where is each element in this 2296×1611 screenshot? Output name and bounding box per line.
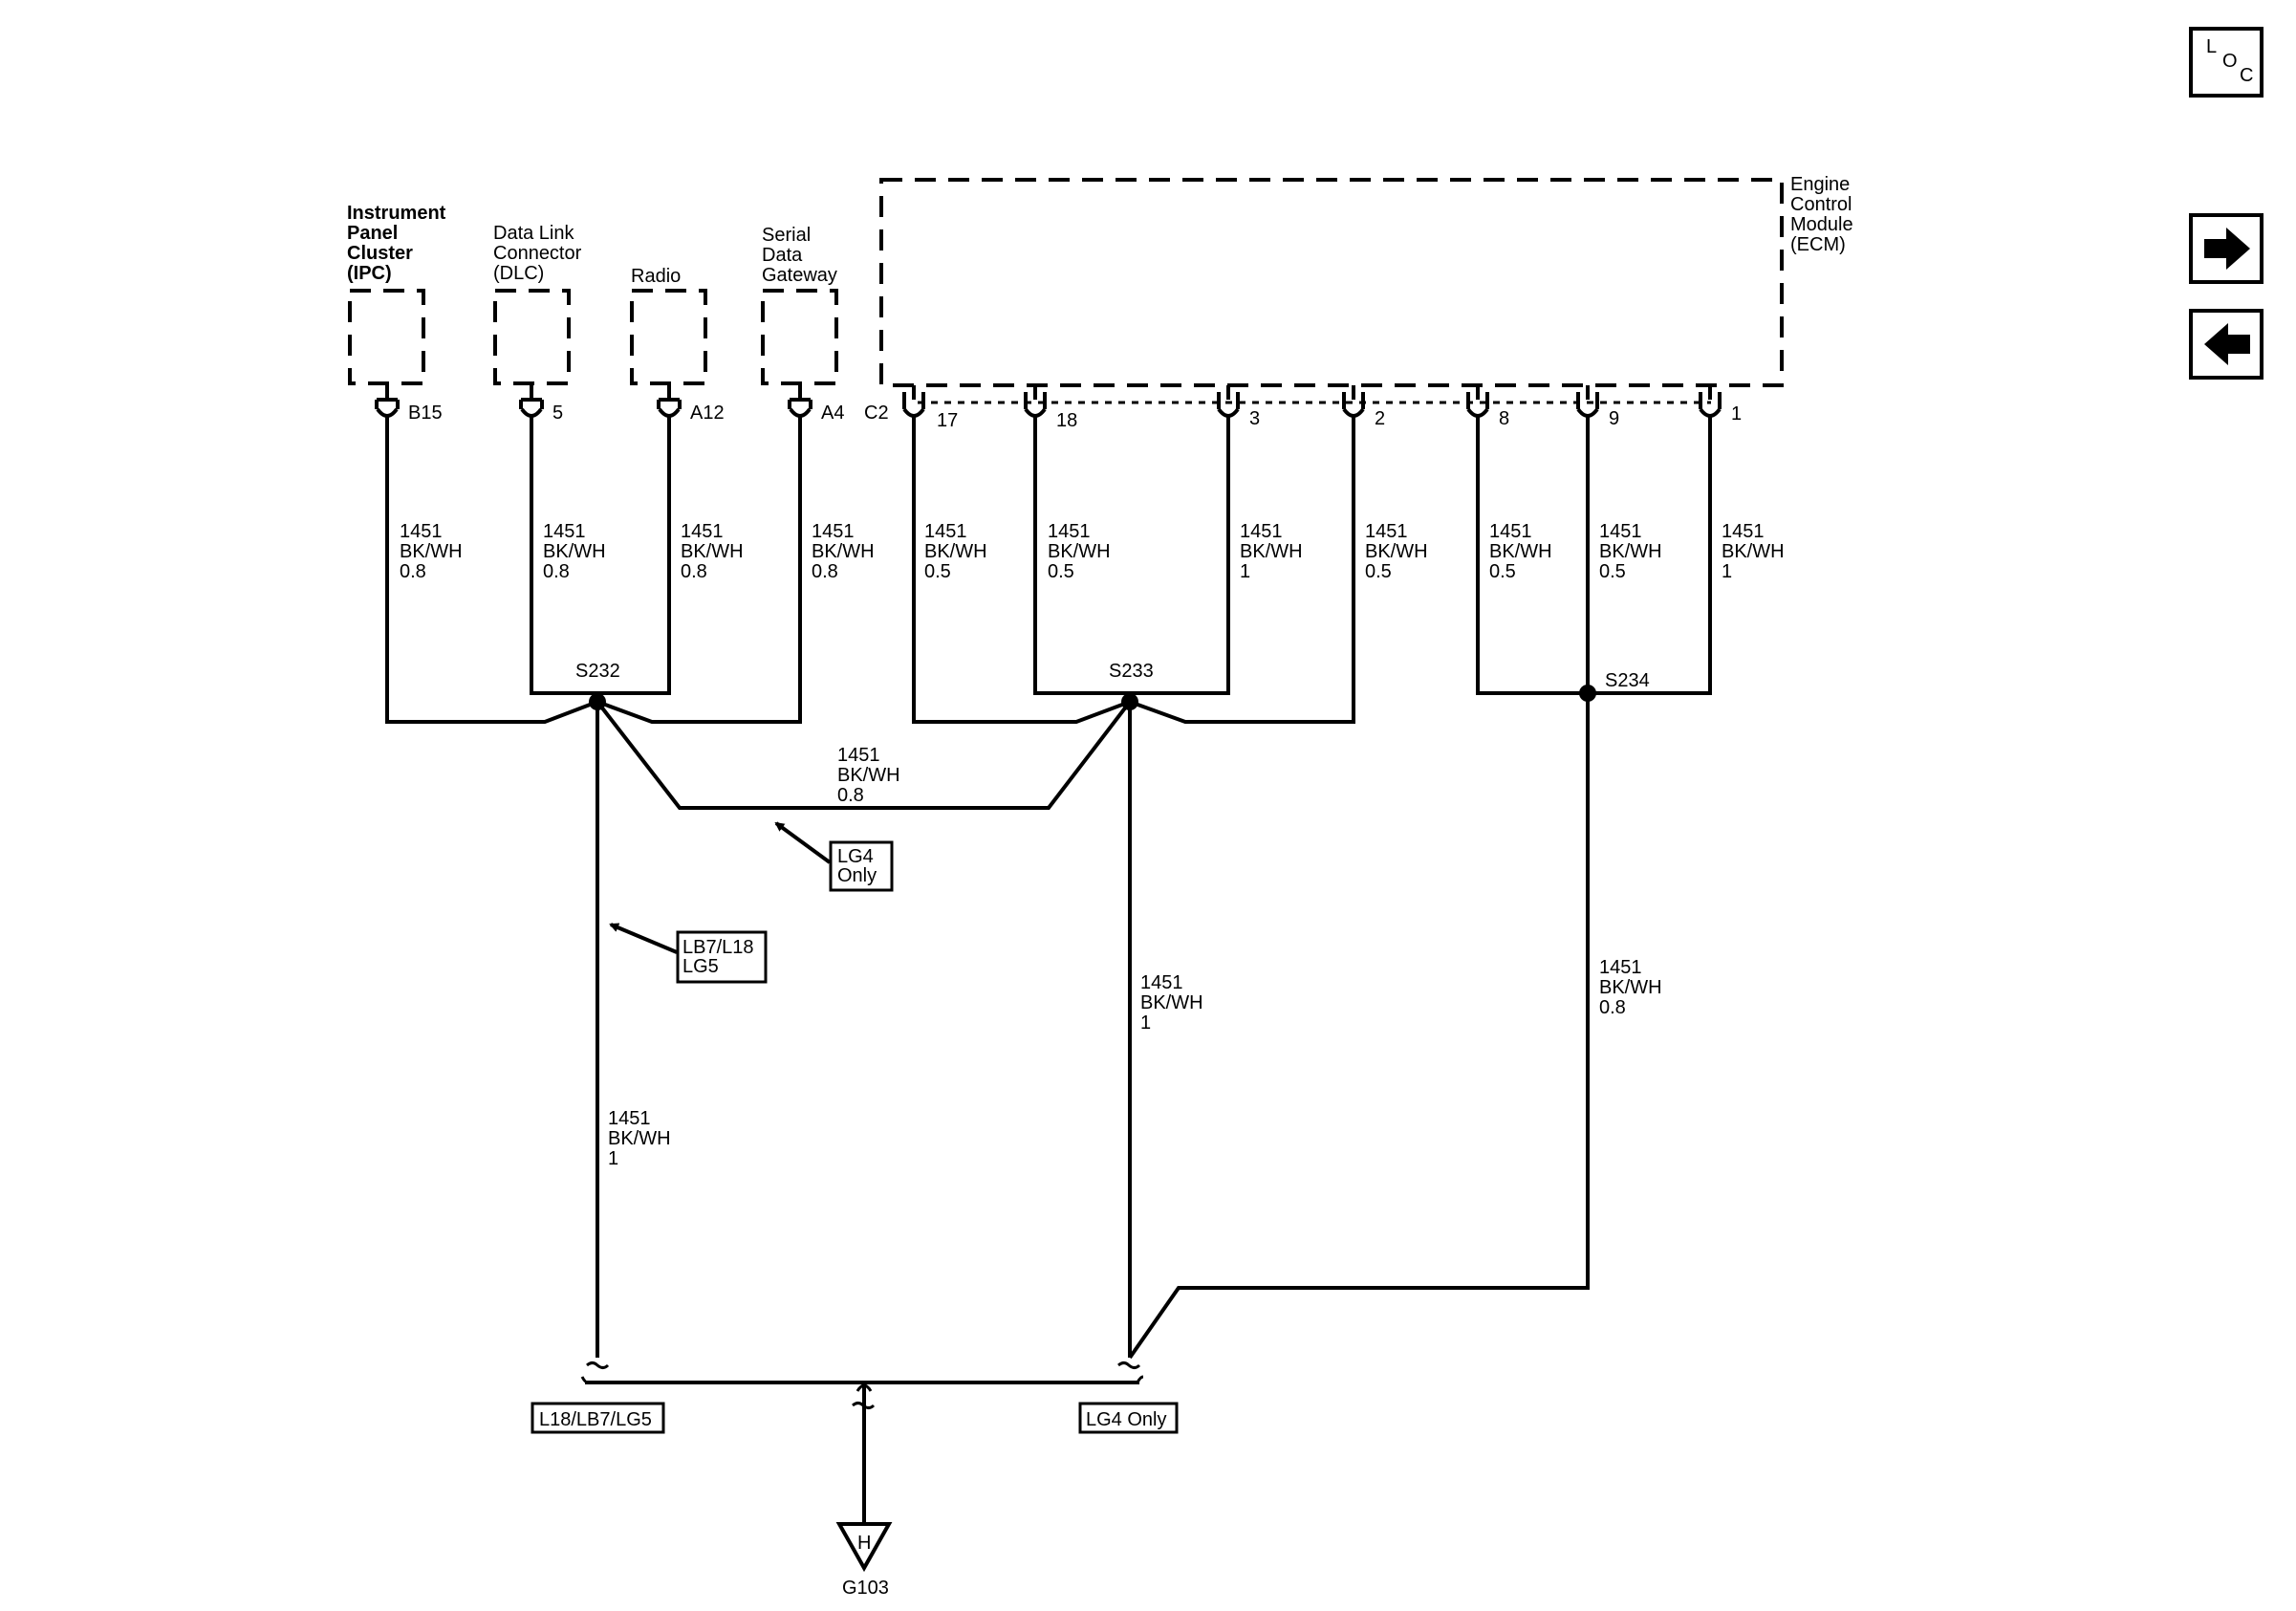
l18-lb7-lg5-text: L18/LB7/LG5 xyxy=(539,1409,652,1430)
lb7-l18-lg5-box xyxy=(676,930,768,984)
connector-pins xyxy=(375,383,1722,418)
ground-symbol xyxy=(835,1522,893,1573)
wire-label-gateway: 1451 BK/WH 0.8 xyxy=(812,521,879,582)
pin-ecm-3: 3 xyxy=(1249,408,1260,429)
lg4-only-bottom-box xyxy=(1078,1402,1179,1434)
pin-dlc: 5 xyxy=(552,403,563,424)
radio-label: Radio xyxy=(631,266,681,287)
lg4-only-arrow xyxy=(774,821,832,864)
wire-label-radio: 1451 BK/WH 0.8 xyxy=(681,521,748,582)
gateway-box xyxy=(761,289,838,385)
pin-ecm-1: 1 xyxy=(1731,403,1742,425)
wire-label-ecm8: 1451 BK/WH 0.5 xyxy=(1489,521,1557,582)
wire-label-s234-down: 1451 BK/WH 0.8 xyxy=(1599,957,1667,1018)
wire-label-ecm9: 1451 BK/WH 0.5 xyxy=(1599,521,1667,582)
dlc-box xyxy=(493,289,571,385)
lg4-only-text: LG4 Only xyxy=(837,846,878,886)
pin-ecm-18: 18 xyxy=(1056,410,1077,431)
ipc-label: Instrument Panel Cluster (IPC) xyxy=(347,203,451,284)
lb7-l18-lg5-arrow xyxy=(609,923,678,954)
dlc-label: Data Link Connector (DLC) xyxy=(493,223,587,284)
wire-label-ecm3: 1451 BK/WH 1 xyxy=(1240,521,1308,582)
arrow-right-icon xyxy=(2204,228,2250,270)
wire-label-dlc: 1451 BK/WH 0.8 xyxy=(543,521,611,582)
loc-letter-l: L xyxy=(2206,36,2217,57)
pin-ecm-17: 17 xyxy=(937,410,958,431)
loc-letter-o: O xyxy=(2222,51,2238,72)
ipc-box xyxy=(348,289,425,385)
l18-lb7-lg5-box xyxy=(531,1402,665,1434)
wire-break-marks xyxy=(580,1361,1144,1409)
pin-ecm-connector: C2 xyxy=(864,403,889,424)
pin-ipc: B15 xyxy=(408,403,443,424)
loc-letter-c: C xyxy=(2240,65,2253,86)
pin-ecm-9: 9 xyxy=(1609,408,1619,429)
splice-s234-label: S234 xyxy=(1605,670,1650,691)
back-button[interactable] xyxy=(2189,309,2264,380)
splice-s232-dot xyxy=(589,693,606,710)
wire-label-ecm17: 1451 BK/WH 0.5 xyxy=(924,521,992,582)
ecm-label: Engine Control Module (ECM) xyxy=(1790,174,1858,255)
splice-s234-dot xyxy=(1579,685,1596,702)
pin-gateway: A4 xyxy=(821,403,844,424)
splice-s233-dot xyxy=(1121,693,1138,710)
ground-name: G103 xyxy=(842,1578,889,1599)
lg4-only-box xyxy=(829,840,894,892)
gateway-label: Serial Data Gateway xyxy=(762,225,837,286)
wires xyxy=(385,415,1712,1522)
wire-label-ecm2: 1451 BK/WH 0.5 xyxy=(1365,521,1433,582)
wire-label-link: 1451 BK/WH 0.8 xyxy=(837,745,905,806)
wire-label-s233-down: 1451 BK/WH 1 xyxy=(1140,972,1208,1034)
lg4-only-bottom-text: LG4 Only xyxy=(1086,1409,1166,1430)
pin-ecm-8: 8 xyxy=(1499,408,1509,429)
wire-label-ipc: 1451 BK/WH 0.8 xyxy=(400,521,467,582)
splice-s233-label: S233 xyxy=(1109,661,1154,682)
arrow-left-icon xyxy=(2204,323,2250,365)
forward-button[interactable] xyxy=(2189,213,2264,284)
pin-ecm-2: 2 xyxy=(1375,408,1385,429)
lb7-l18-lg5-text: LB7/L18 LG5 xyxy=(682,937,759,977)
ecm-box xyxy=(879,178,1784,387)
ground-letter: H xyxy=(857,1533,871,1554)
pin-radio: A12 xyxy=(690,403,725,424)
wire-label-s232-down: 1451 BK/WH 1 xyxy=(608,1108,676,1169)
loc-button[interactable]: L O C xyxy=(2189,27,2264,98)
wire-label-ecm18: 1451 BK/WH 0.5 xyxy=(1048,521,1116,582)
splice-s232-label: S232 xyxy=(575,661,620,682)
wire-label-ecm1: 1451 BK/WH 1 xyxy=(1722,521,1789,582)
radio-box xyxy=(630,289,707,385)
